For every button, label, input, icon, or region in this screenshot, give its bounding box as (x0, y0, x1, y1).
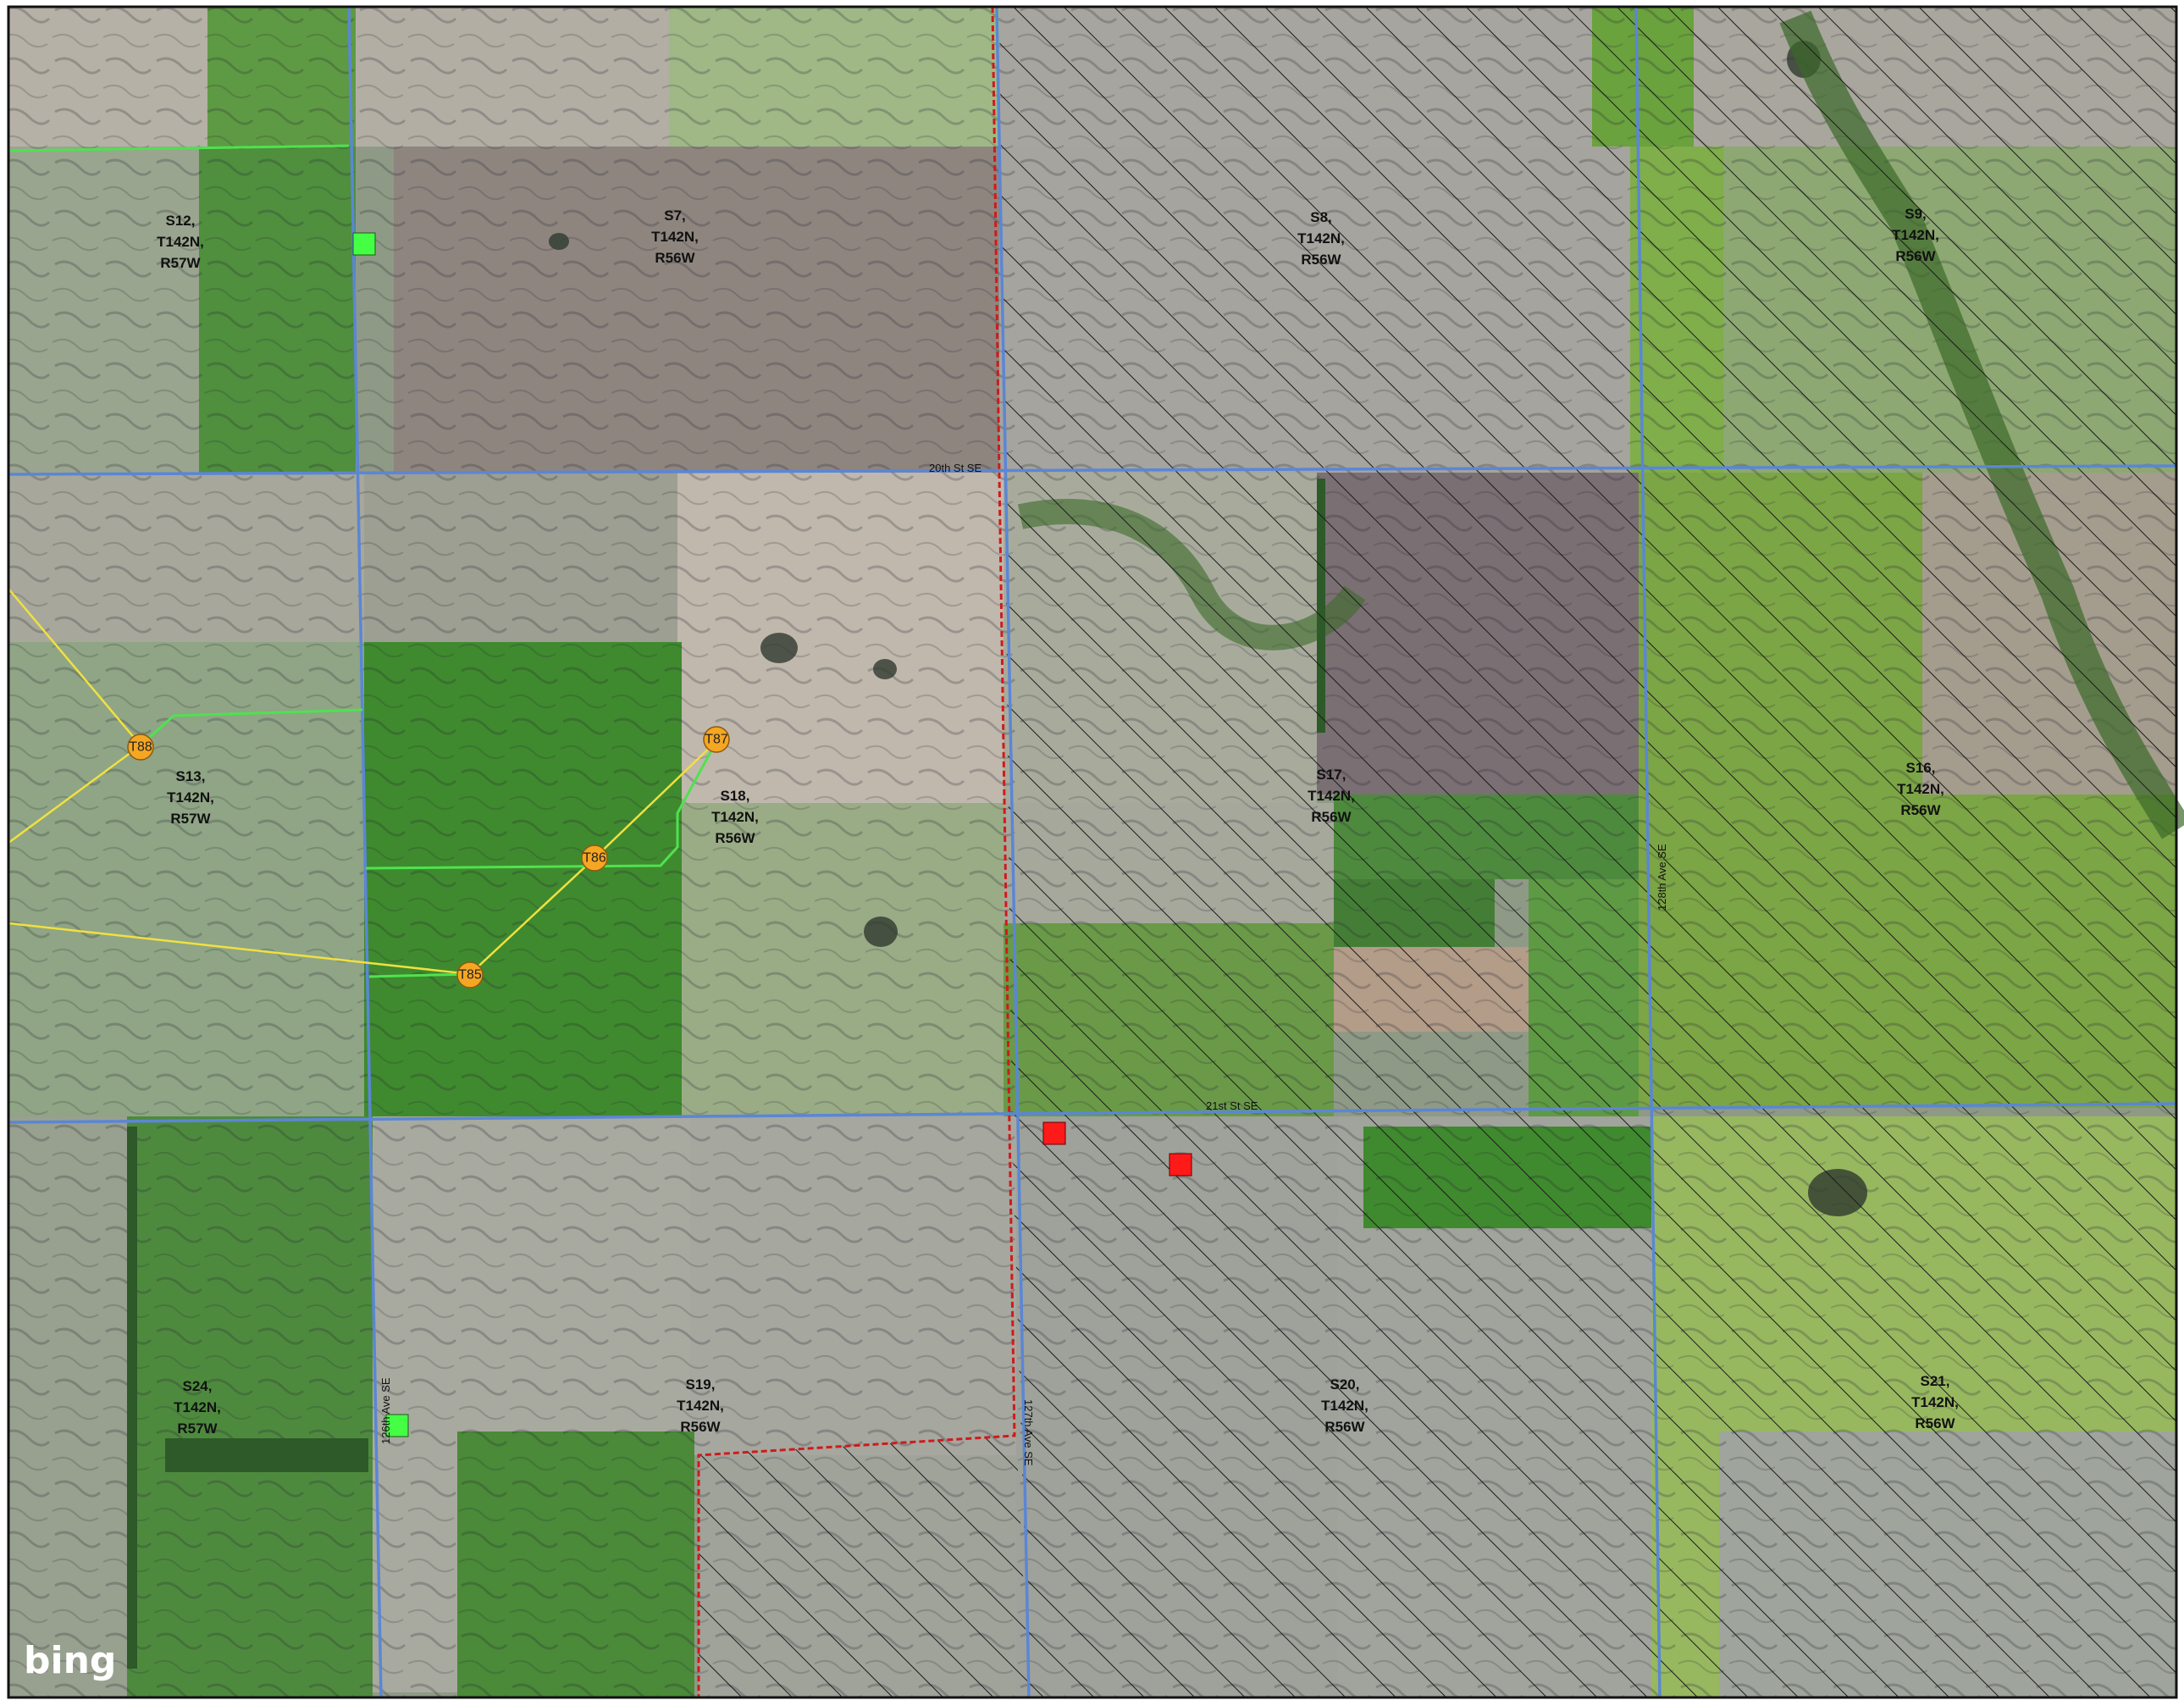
section-label-s19: S19,T142N,R56W (677, 1376, 724, 1435)
map-frame (7, 5, 2178, 1699)
road-label-20th-st: 20th St SE (929, 462, 981, 474)
met-tower-marker[interactable] (352, 232, 376, 256)
turbine-t88[interactable]: T88 (127, 734, 154, 761)
met-tower-marker[interactable] (385, 1414, 409, 1437)
substation-marker[interactable] (1042, 1121, 1066, 1145)
turbine-t86[interactable]: T86 (581, 844, 608, 872)
turbine-t85[interactable]: T85 (456, 961, 484, 988)
svg-text:T85: T85 (458, 968, 482, 983)
svg-text:T86: T86 (583, 851, 606, 866)
section-label-s9: S9,T142N,R56W (1892, 206, 1939, 264)
road-label-21st-st: 21st St SE (1206, 1099, 1258, 1112)
road-label-128th-ave: 128th Ave SE (1656, 844, 1668, 911)
turbine-t87[interactable]: T87 (703, 726, 730, 753)
section-label-s16: S16,T142N,R56W (1897, 760, 1944, 818)
section-label-s21: S21,T142N,R56W (1911, 1373, 1959, 1431)
collection-line (8, 144, 718, 978)
section-label-s12: S12,T142N,R57W (157, 213, 204, 271)
section-label-s13: S13,T142N,R57W (167, 768, 214, 827)
road-network (8, 6, 2177, 1698)
section-label-s24: S24,T142N,R57W (174, 1378, 221, 1437)
bing-logo: bing (24, 1639, 116, 1682)
svg-text:T87: T87 (705, 733, 728, 747)
section-label-s18: S18,T142N,R56W (711, 788, 759, 846)
hatched-area (699, 7, 2176, 1697)
section-label-s17: S17,T142N,R56W (1308, 767, 1355, 825)
section-label-s20: S20,T142N,R56W (1321, 1376, 1368, 1435)
substation-marker[interactable] (1169, 1153, 1192, 1177)
road-label-126th-ave: 126th Ave SE (379, 1377, 392, 1444)
svg-text:T88: T88 (129, 740, 152, 755)
road-label-127th-ave: 127th Ave SE (1022, 1399, 1035, 1466)
section-label-s8: S8,T142N,R56W (1297, 209, 1345, 268)
svg-text:bing: bing (24, 1639, 116, 1682)
section-label-s7: S7,T142N,R56W (651, 208, 699, 266)
